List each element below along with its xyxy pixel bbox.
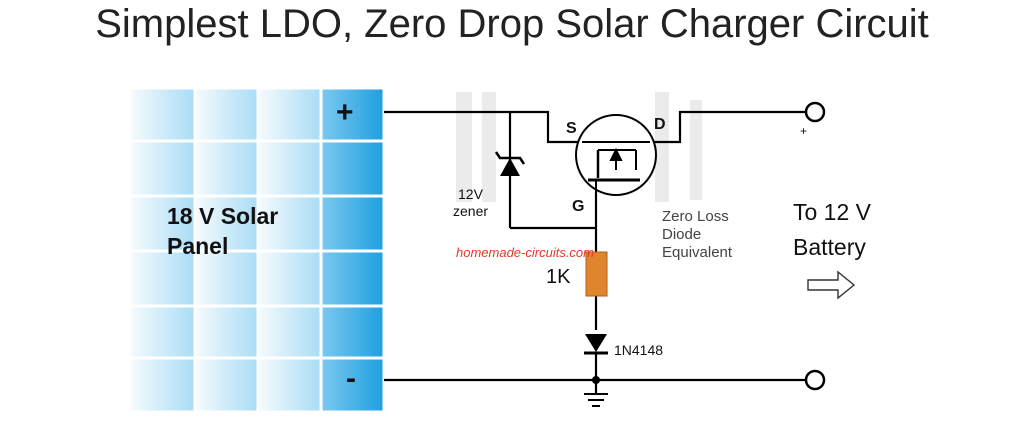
drain-pin-label: D (654, 116, 666, 133)
panel-plus-label: + (336, 96, 354, 129)
background-watermark (456, 92, 702, 202)
panel-label-line1: 18 V Solar (167, 203, 279, 229)
gate-pin-label: G (572, 198, 585, 215)
page-title: Simplest LDO, Zero Drop Solar Charger Ci… (95, 2, 929, 46)
arrow-right-icon (807, 270, 856, 300)
resistor-value-label: 1K (546, 266, 571, 288)
mosfet-symbol (575, 114, 657, 196)
diode-part-label: 1N4148 (614, 342, 664, 358)
output-label-line1: To 12 V (793, 199, 871, 225)
panel-minus-label: - (346, 362, 356, 395)
zener-diode (494, 151, 526, 176)
mosfet-desc-line1: Zero Loss (662, 208, 729, 225)
solar-panel (128, 86, 386, 414)
drain-output-wire (650, 110, 805, 144)
positive-rail-wire (384, 110, 582, 144)
watermark-text: homemade-circuits.com (456, 245, 594, 260)
source-pin-label: S (566, 120, 577, 137)
output-label-line2: Battery (793, 234, 866, 260)
signal-diode (584, 334, 608, 355)
resistor (585, 251, 608, 297)
output-negative-terminal (804, 369, 826, 391)
zener-label-line1: 12V (458, 186, 483, 202)
zener-label-line2: zener (453, 203, 489, 219)
output-positive-terminal (804, 101, 826, 123)
ground-symbol (584, 376, 608, 407)
panel-label-line2: Panel (167, 233, 229, 259)
output-plus-label: + (800, 124, 808, 138)
mosfet-desc-line3: Equivalent (662, 244, 733, 261)
mosfet-desc-line2: Diode (662, 226, 702, 243)
